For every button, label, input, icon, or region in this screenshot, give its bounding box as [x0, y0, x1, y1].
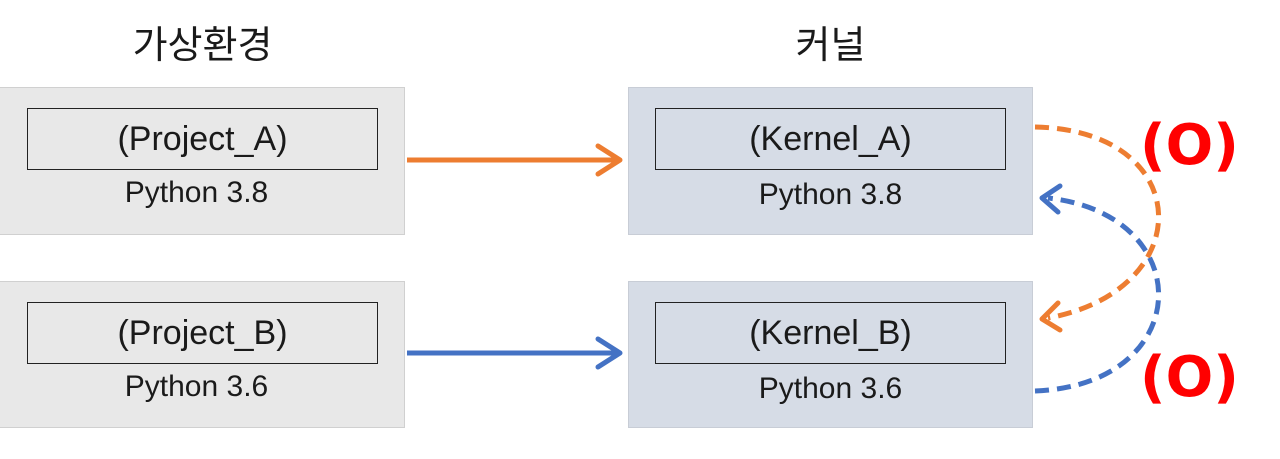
- compatibility-mark-bottom: (O): [1140, 345, 1239, 410]
- kernel-python-version: Python 3.8: [758, 178, 903, 211]
- arrow-project-b-to-kernel-b: [407, 336, 623, 370]
- dashed-arrow-kernel-a-to-kernel-b: [1034, 124, 1161, 333]
- environments-heading: 가상환경: [132, 23, 273, 67]
- environment-project-a: (Project_A) Python 3.8: [0, 87, 405, 235]
- environment-project-b: (Project_B) Python 3.6: [0, 281, 405, 428]
- environment-python-version: Python 3.8: [124, 176, 269, 209]
- environment-python-version: Python 3.6: [124, 370, 269, 403]
- kernel-a: (Kernel_A) Python 3.8: [628, 87, 1033, 235]
- environment-name-label: (Project_B): [27, 302, 378, 364]
- kernel-name-label: (Kernel_B): [655, 302, 1006, 364]
- compatibility-mark-top: (O): [1140, 113, 1239, 178]
- kernel-python-version: Python 3.6: [758, 372, 903, 405]
- kernel-b: (Kernel_B) Python 3.6: [628, 281, 1033, 428]
- kernels-heading: 커널: [795, 23, 866, 67]
- dashed-arrow-kernel-b-to-kernel-a: [1034, 183, 1161, 394]
- arrow-project-a-to-kernel-a: [407, 143, 623, 177]
- environment-name-label: (Project_A): [27, 108, 378, 170]
- kernel-name-label: (Kernel_A): [655, 108, 1006, 170]
